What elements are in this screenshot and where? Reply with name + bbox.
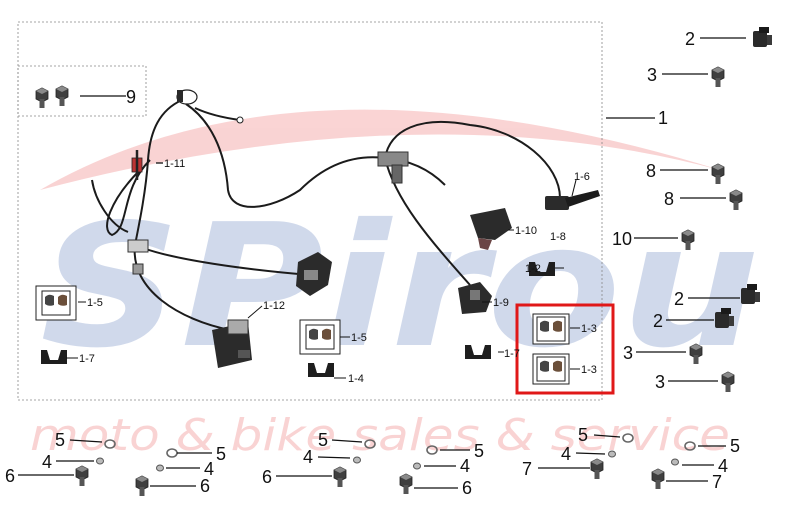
label-g2-4: 4 — [204, 459, 214, 479]
hose-splitter — [127, 239, 149, 275]
sensor-connector — [236, 116, 244, 124]
label-g4-4: 4 — [460, 456, 470, 476]
label-2-low: 2 — [653, 311, 663, 331]
label-g6-4: 4 — [718, 456, 728, 476]
label-8-bottom: 8 — [664, 189, 674, 209]
label-g5-5: 5 — [578, 425, 588, 445]
label-g2-6: 6 — [200, 476, 210, 496]
highlight-box-1-3 — [515, 303, 615, 395]
caliper-1-12 — [212, 319, 252, 368]
label-g1-4: 4 — [42, 452, 52, 472]
label-1-12: 1-12 — [263, 300, 285, 312]
leader-lines — [18, 37, 746, 489]
label-3-top: 3 — [647, 65, 657, 85]
hose-joint-1-11 — [131, 150, 143, 180]
master-cylinder — [296, 252, 332, 296]
label-1-5-left: 1-5 — [87, 297, 103, 309]
label-g3-4: 4 — [303, 447, 313, 467]
label-3-mid: 3 — [623, 343, 633, 363]
label-1-9: 1-9 — [493, 297, 509, 309]
label-g4-6: 6 — [462, 478, 472, 498]
label-2-top: 2 — [685, 29, 695, 49]
label-1-8: 1-8 — [550, 231, 566, 243]
bolt-icon — [711, 163, 725, 185]
label-g1-6: 6 — [5, 466, 15, 486]
watermark-brand: SPirou — [40, 188, 760, 386]
label-1-10: 1-10 — [515, 225, 537, 237]
caliper-1-10 — [470, 208, 512, 250]
bolt-icon — [35, 87, 49, 109]
brake-fluid-reservoir — [176, 89, 198, 105]
label-g6-7: 7 — [712, 472, 722, 492]
pad-box-1-3-bottom — [532, 353, 570, 385]
bracket-icon — [753, 27, 772, 47]
label-9: 9 — [126, 87, 136, 107]
label-1-6: 1-6 — [574, 171, 590, 183]
watermark: SPirou moto & bike sales & service — [30, 109, 760, 461]
watermark-swoosh — [40, 109, 720, 190]
label-1-5-center: 1-5 — [351, 332, 367, 344]
label-1-2: 1-2 — [525, 263, 541, 275]
bolt-icon — [55, 85, 69, 107]
label-g3-5: 5 — [318, 430, 328, 450]
group-9-boundary — [17, 65, 147, 117]
label-10: 10 — [612, 229, 632, 249]
pad-box-1-3-top — [532, 313, 570, 345]
part-labels: 9 1 1-11 1-6 1-8 1-10 1-2 1-9 1-7 1-3 1-… — [5, 29, 740, 498]
caliper-1-9 — [458, 282, 492, 314]
label-1-4: 1-4 — [348, 373, 364, 385]
label-g1-5: 5 — [55, 430, 65, 450]
label-2-mid: 2 — [674, 289, 684, 309]
label-g4-5: 5 — [474, 441, 484, 461]
brake-lever-1-6 — [545, 190, 600, 210]
watermark-tagline: moto & bike sales & service — [30, 410, 730, 461]
label-3-low: 3 — [655, 372, 665, 392]
label-1-7-right: 1-7 — [504, 348, 520, 360]
label-g2-5: 5 — [216, 444, 226, 464]
sub-leaders — [66, 179, 580, 379]
label-g5-4: 4 — [561, 444, 571, 464]
hose-junction-top — [377, 151, 409, 184]
bolt-icon — [711, 66, 725, 88]
label-1-3-top: 1-3 — [581, 323, 597, 335]
label-1-3-bottom: 1-3 — [581, 364, 597, 376]
label-1: 1 — [658, 108, 668, 128]
assembly-boundary — [17, 21, 603, 401]
label-g5-7: 7 — [522, 459, 532, 479]
label-g3-6: 6 — [262, 467, 272, 487]
label-g6-5: 5 — [730, 436, 740, 456]
label-8-top: 8 — [646, 161, 656, 181]
label-1-11: 1-11 — [164, 158, 185, 170]
pad-box-1-5-left — [35, 285, 77, 321]
label-1-7-left: 1-7 — [79, 353, 95, 365]
pad-box-1-5-center — [299, 319, 341, 355]
bolt-icon — [721, 371, 735, 393]
